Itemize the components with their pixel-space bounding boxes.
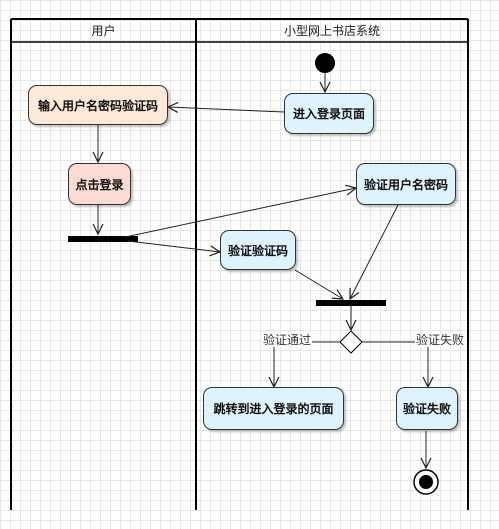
initial-node (315, 53, 335, 73)
edge-fork-to-verify-captcha (127, 240, 220, 252)
decision-node (339, 330, 363, 354)
node-verify-captcha: 验证验证码 (220, 230, 296, 270)
join-bar (316, 300, 386, 306)
edge-enter-to-input (168, 107, 285, 112)
guard-fail-label: 验证失败 (415, 333, 466, 347)
node-input-credentials: 输入用户名密码验证码 (28, 85, 168, 125)
node-click-login: 点击登录 (68, 163, 131, 205)
edge-verify-user-to-join (350, 204, 399, 299)
guard-pass-label: 验证通过 (262, 333, 313, 347)
edge-decision-pass (274, 341, 340, 387)
node-verify-fail: 验证失败 (396, 387, 458, 430)
swimlane-frame (10, 18, 469, 510)
fork-bar (68, 236, 138, 242)
edge-verify-captcha-to-join (294, 269, 343, 299)
node-verify-user-password: 验证用户名密码 (356, 163, 456, 205)
final-node (413, 469, 439, 495)
edge-decision-fail (362, 341, 428, 387)
edge-fork-to-verify-user (124, 188, 356, 238)
node-enter-login-page: 进入登录页面 (284, 93, 374, 134)
node-goto-page: 跳转到进入登录的页面 (203, 387, 344, 430)
lane-header-user: 用户 (91, 24, 116, 38)
lane-header-system: 小型网上书店系统 (283, 24, 380, 38)
